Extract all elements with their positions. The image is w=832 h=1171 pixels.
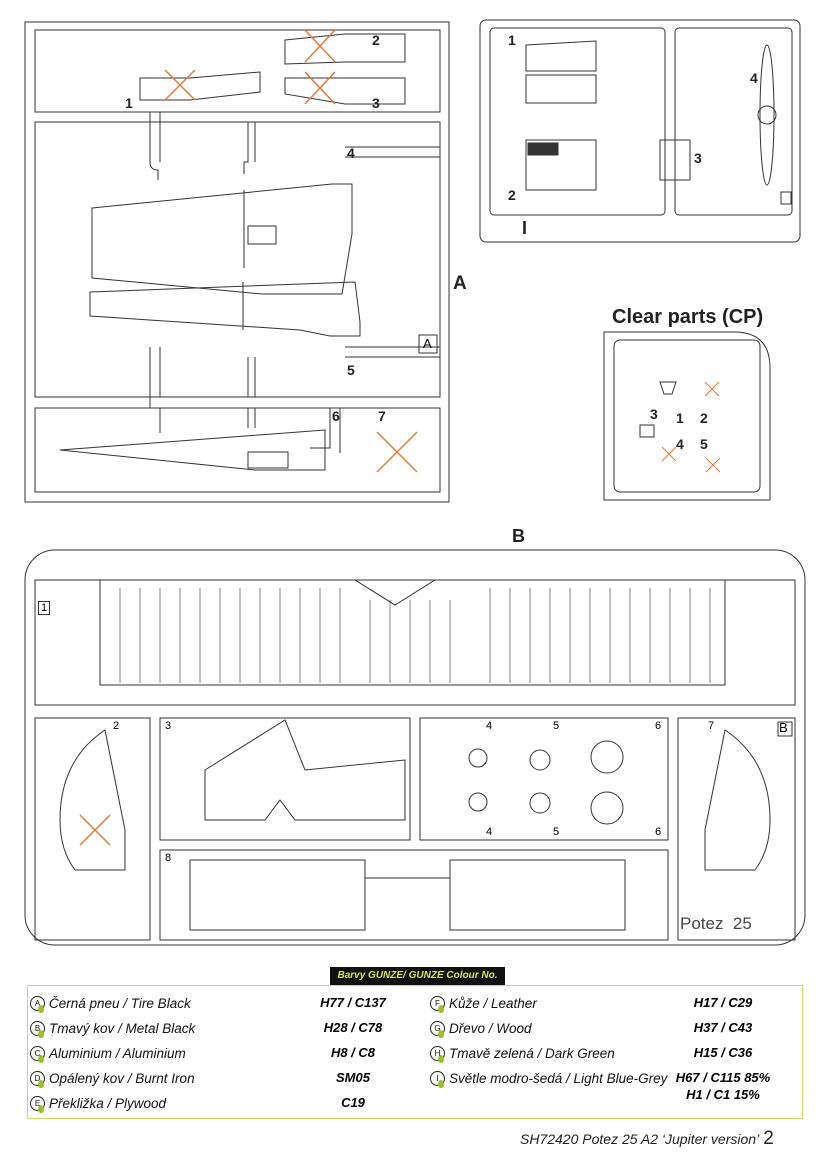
paint-drop-icon: C — [30, 1045, 45, 1063]
colour-name: Světle modro-šedá / Light Blue-Grey — [449, 1070, 668, 1086]
part-number: 1 — [508, 32, 516, 48]
colour-name: Černá pneu / Tire Black — [49, 995, 191, 1011]
paint-drop-icon: B — [30, 1020, 45, 1038]
colour-code: H77 / C137 — [320, 995, 386, 1010]
colour-name: Aluminium / Aluminium — [49, 1045, 186, 1061]
part-number: 1 — [676, 410, 684, 426]
part-number: 1 — [125, 95, 133, 111]
clear-parts-title: Clear parts (CP) — [612, 306, 764, 328]
colour-name: Dřevo / Wood — [449, 1020, 532, 1036]
colour-name: Tmavě zelená / Dark Green — [449, 1045, 615, 1061]
part-number: 2 — [508, 187, 516, 203]
part-number: 6 — [655, 720, 662, 732]
sprue-label: A — [453, 273, 467, 294]
colour-code: H17 / C29 — [693, 995, 753, 1010]
colour-table-header: Barvy GUNZE/ GUNZE Colour No. — [330, 967, 505, 985]
page-footer: SH72420 Potez 25 A2 ‘Jupiter version’2 — [520, 1128, 774, 1150]
part-number: 2 — [113, 720, 120, 732]
part-number: 4 — [750, 70, 758, 86]
part-number: 7 — [708, 720, 715, 732]
colour-code: H28 / C78 — [323, 1020, 383, 1035]
colour-code: C19 — [341, 1095, 365, 1110]
colour-code: SM05 — [336, 1070, 370, 1085]
paint-drop-icon: H — [430, 1045, 445, 1063]
sprue-tag: B — [779, 720, 788, 735]
paint-drop-icon: G — [430, 1020, 445, 1038]
part-number: 3 — [372, 95, 380, 111]
paint-drop-icon: E — [30, 1095, 45, 1113]
part-number: 2 — [372, 32, 380, 48]
paint-drop-icon: D — [30, 1070, 45, 1088]
part-number: 4 — [676, 436, 684, 452]
part-number: 6 — [655, 826, 662, 838]
sprue-tag: A — [423, 336, 432, 351]
part-number: 1 — [38, 601, 51, 615]
footer-title: SH72420 Potez 25 A2 ‘Jupiter version’ — [520, 1131, 760, 1147]
part-number: 4 — [486, 720, 493, 732]
colour-code: H37 / C43 — [693, 1020, 753, 1035]
part-number: 3 — [165, 720, 172, 732]
sprue-label: I — [522, 218, 528, 238]
part-number: 3 — [650, 406, 658, 422]
colour-name: Opálený kov / Burnt Iron — [49, 1070, 195, 1086]
page-number: 2 — [763, 1128, 774, 1149]
sprue-diagrams — [24, 19, 806, 946]
paint-drop-icon: I — [430, 1070, 445, 1088]
paint-drop-icon: A — [30, 995, 45, 1013]
part-number: 4 — [486, 826, 493, 838]
sprue-label: B — [512, 526, 525, 546]
sprue-a — [24, 19, 806, 946]
part-number: 5 — [700, 436, 708, 452]
part-number: 7 — [378, 408, 386, 424]
part-number: 4 — [347, 145, 355, 161]
colour-name: Tmavý kov / Metal Black — [49, 1020, 196, 1036]
part-number: 5 — [553, 826, 560, 838]
colour-code: H67 / C115 85% — [675, 1070, 771, 1085]
colour-code: H15 / C36 — [693, 1045, 753, 1060]
name-plate: Potez 25 — [680, 914, 752, 933]
part-number: 3 — [694, 150, 702, 166]
part-number: 6 — [332, 408, 340, 424]
part-number: 5 — [347, 362, 355, 378]
colour-name: Kůže / Leather — [449, 995, 537, 1011]
part-number: 8 — [165, 852, 172, 864]
colour-code: H8 / C8 — [330, 1045, 376, 1060]
colour-name: Překližka / Plywood — [49, 1095, 167, 1111]
paint-drop-icon: F — [430, 995, 445, 1013]
part-number: 2 — [700, 410, 708, 426]
colour-code-secondary: H1 / C1 15% — [686, 1087, 760, 1102]
part-number: 5 — [553, 720, 560, 732]
